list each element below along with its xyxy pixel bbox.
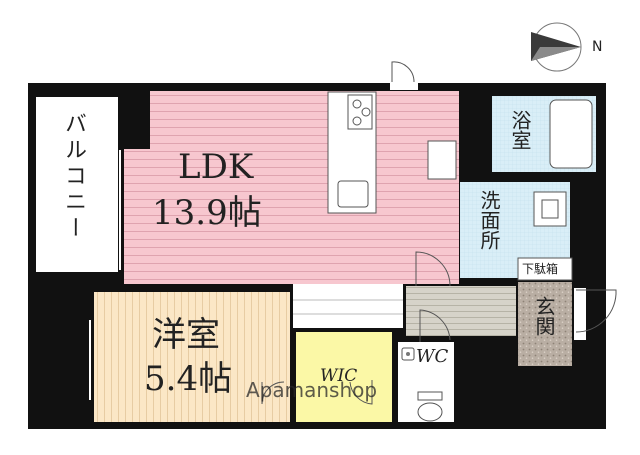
balcony-label: バルコニー — [61, 112, 86, 242]
washbasin-icon — [533, 191, 567, 227]
closet-label: WIC — [320, 366, 358, 386]
shoe-cabinet-label: 下駄箱 — [522, 262, 559, 276]
door-swing-icon — [415, 251, 451, 287]
entrance-label: 玄関 — [532, 296, 556, 336]
ldk-floor — [124, 91, 459, 284]
western-room-label: 洋室 — [152, 315, 220, 355]
washroom-label: 洗面所 — [477, 190, 501, 250]
north-arrow-icon — [531, 22, 582, 72]
balcony-area — [36, 97, 118, 272]
door-swing-icon — [574, 288, 617, 340]
door-swing-icon — [349, 380, 373, 405]
door-swing-icon — [261, 381, 285, 405]
shoe-cabinet — [517, 257, 573, 281]
ldk-wall-stub — [124, 91, 150, 149]
watermark: Apamanshop — [246, 378, 378, 402]
western-room-floor — [94, 292, 290, 422]
entrance-floor — [518, 282, 572, 366]
toilet-label: WC — [416, 346, 449, 367]
ldk-label: LDK — [178, 147, 254, 187]
hallway-floor — [406, 286, 516, 336]
ldk-lower-passage — [293, 284, 403, 328]
ldk-size-label: 13.9帖 — [152, 193, 262, 233]
bathtub-icon — [549, 99, 593, 169]
stove-icon — [347, 94, 373, 130]
western-room-size-label: 5.4帖 — [144, 359, 233, 399]
toilet-icon — [401, 347, 443, 422]
closet-floor — [296, 332, 392, 422]
kitchen-sink — [337, 180, 369, 208]
door-swing-icon — [419, 309, 451, 342]
compass-label: N — [592, 39, 603, 55]
bath-label: 浴室 — [508, 110, 532, 150]
fridge-space — [427, 140, 457, 180]
door-swing-icon — [390, 61, 418, 90]
